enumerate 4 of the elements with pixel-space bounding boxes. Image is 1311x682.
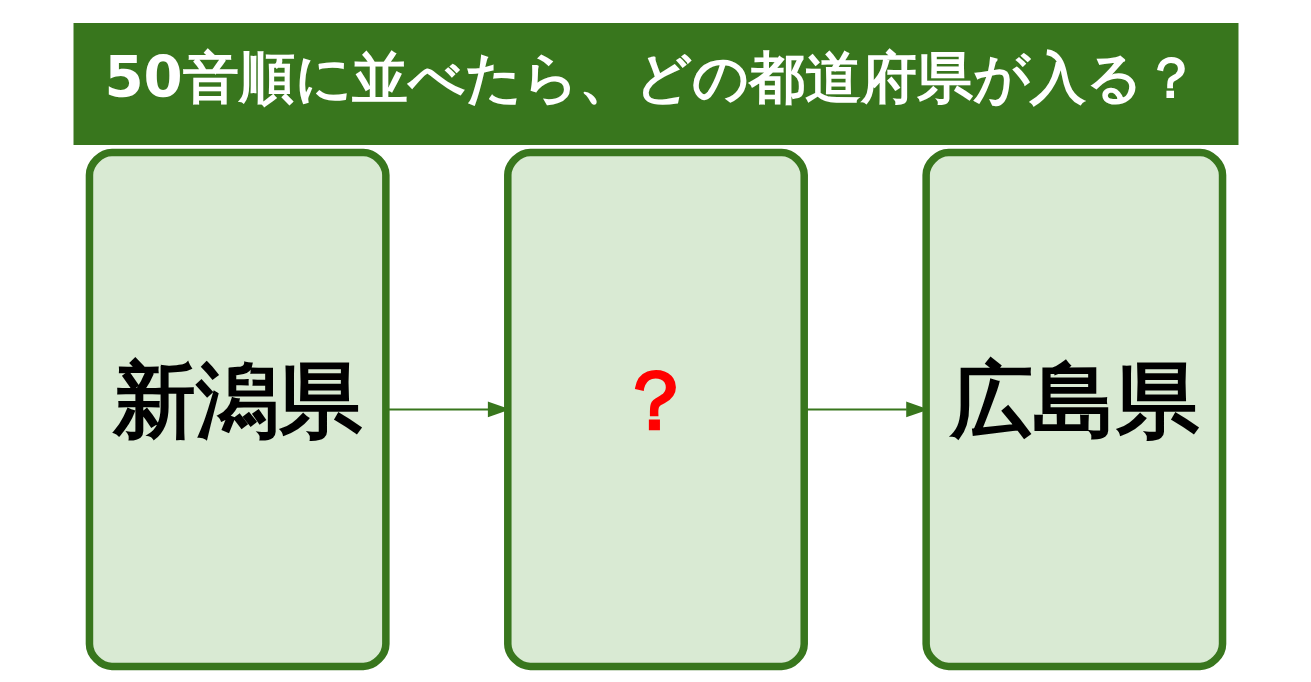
node-box: 新潟県 [85,148,390,671]
diagram-title: 50音順に並べたら、どの都道府県が入る？ [103,45,1199,111]
node-box: 広島県 [921,148,1226,671]
node-box: ？ [503,148,808,671]
